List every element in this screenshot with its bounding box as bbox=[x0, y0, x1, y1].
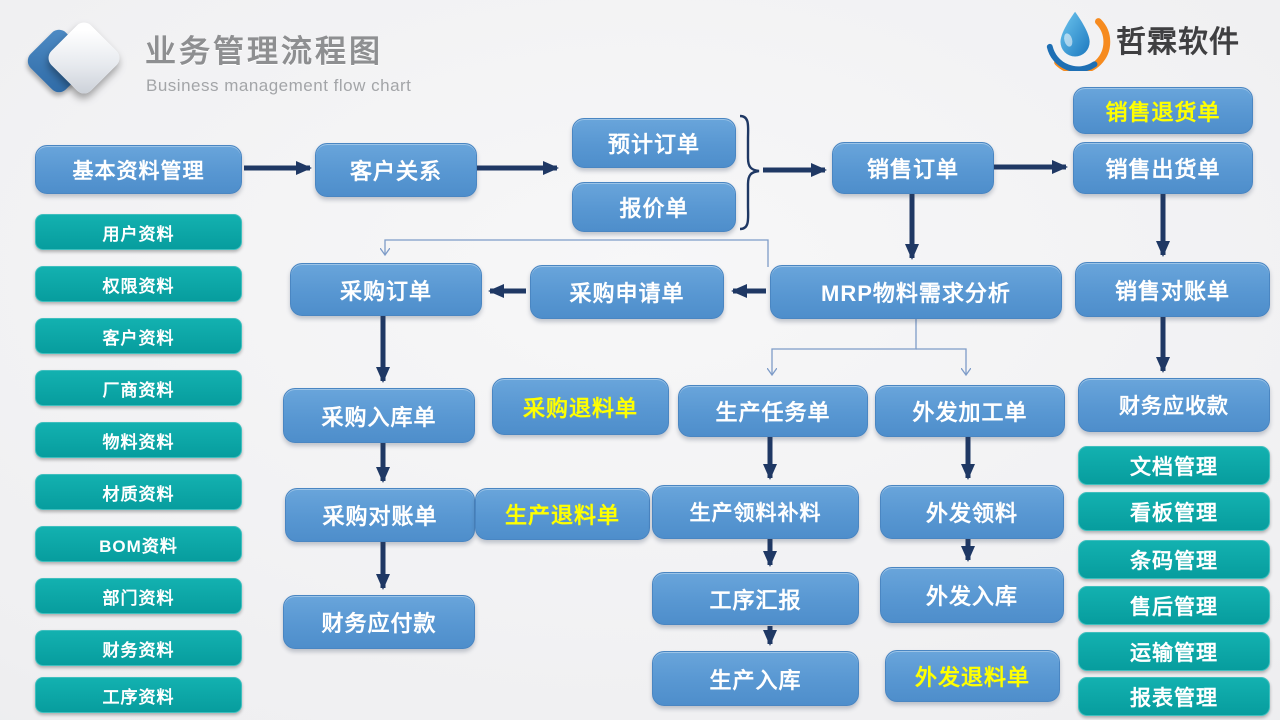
node-production-task: 生产任务单 bbox=[678, 385, 868, 437]
node-customer-relation: 客户关系 bbox=[315, 143, 477, 197]
sidebar-item-material-data: 物料资料 bbox=[35, 422, 242, 458]
sidebar-item-customer-data: 客户资料 bbox=[35, 318, 242, 354]
module-aftersales-management: 售后管理 bbox=[1078, 586, 1270, 625]
page-title: 业务管理流程图 bbox=[145, 34, 383, 69]
sidebar-item-bom-data: BOM资料 bbox=[35, 526, 242, 562]
group-brace bbox=[739, 114, 760, 231]
node-outsource-return: 外发退料单 bbox=[885, 650, 1060, 702]
node-sales-shipment: 销售出货单 bbox=[1073, 142, 1253, 194]
node-sales-statement: 销售对账单 bbox=[1075, 262, 1270, 317]
node-production-picking: 生产领料补料 bbox=[652, 485, 859, 539]
sidebar-item-texture-data: 材质资料 bbox=[35, 474, 242, 510]
module-kanban-management: 看板管理 bbox=[1078, 492, 1270, 531]
node-outsource-receipt: 外发入库 bbox=[880, 567, 1064, 623]
node-purchase-receipt: 采购入库单 bbox=[283, 388, 475, 443]
module-report-management: 报表管理 bbox=[1078, 677, 1270, 716]
brand-name: 哲霖软件 bbox=[1116, 26, 1240, 59]
module-barcode-management: 条码管理 bbox=[1078, 540, 1270, 579]
node-sales-return: 销售退货单 bbox=[1073, 87, 1253, 134]
node-basic-data-management: 基本资料管理 bbox=[35, 145, 242, 194]
sidebar-item-process-data: 工序资料 bbox=[35, 677, 242, 713]
node-outsource-process: 外发加工单 bbox=[875, 385, 1065, 437]
sidebar-item-finance-data: 财务资料 bbox=[35, 630, 242, 666]
node-purchase-statement: 采购对账单 bbox=[285, 488, 475, 542]
sidebar-item-user-data: 用户资料 bbox=[35, 214, 242, 250]
node-outsource-picking: 外发领料 bbox=[880, 485, 1064, 539]
sidebar-item-permission-data: 权限资料 bbox=[35, 266, 242, 302]
sidebar-item-vendor-data: 厂商资料 bbox=[35, 370, 242, 406]
node-process-report: 工序汇报 bbox=[652, 572, 859, 625]
node-quotation: 报价单 bbox=[572, 182, 736, 232]
water-drop-icon bbox=[1046, 11, 1111, 71]
node-forecast-order: 预计订单 bbox=[572, 118, 736, 168]
node-finance-receivable: 财务应收款 bbox=[1078, 378, 1270, 432]
node-purchase-order: 采购订单 bbox=[290, 263, 482, 316]
page-subtitle: Business management flow chart bbox=[146, 76, 412, 95]
brand-logo: 哲霖软件 bbox=[1042, 6, 1272, 72]
module-document-management: 文档管理 bbox=[1078, 446, 1270, 485]
sidebar-item-department-data: 部门资料 bbox=[35, 578, 242, 614]
node-production-return: 生产退料单 bbox=[475, 488, 650, 540]
node-finance-payable: 财务应付款 bbox=[283, 595, 475, 649]
node-purchase-request: 采购申请单 bbox=[530, 265, 724, 319]
node-production-receipt: 生产入库 bbox=[652, 651, 859, 706]
node-mrp-analysis: MRP物料需求分析 bbox=[770, 265, 1062, 319]
node-sales-order: 销售订单 bbox=[832, 142, 994, 194]
diamond-logo-icon bbox=[18, 14, 128, 109]
module-transport-management: 运输管理 bbox=[1078, 632, 1270, 671]
node-purchase-return: 采购退料单 bbox=[492, 378, 669, 435]
